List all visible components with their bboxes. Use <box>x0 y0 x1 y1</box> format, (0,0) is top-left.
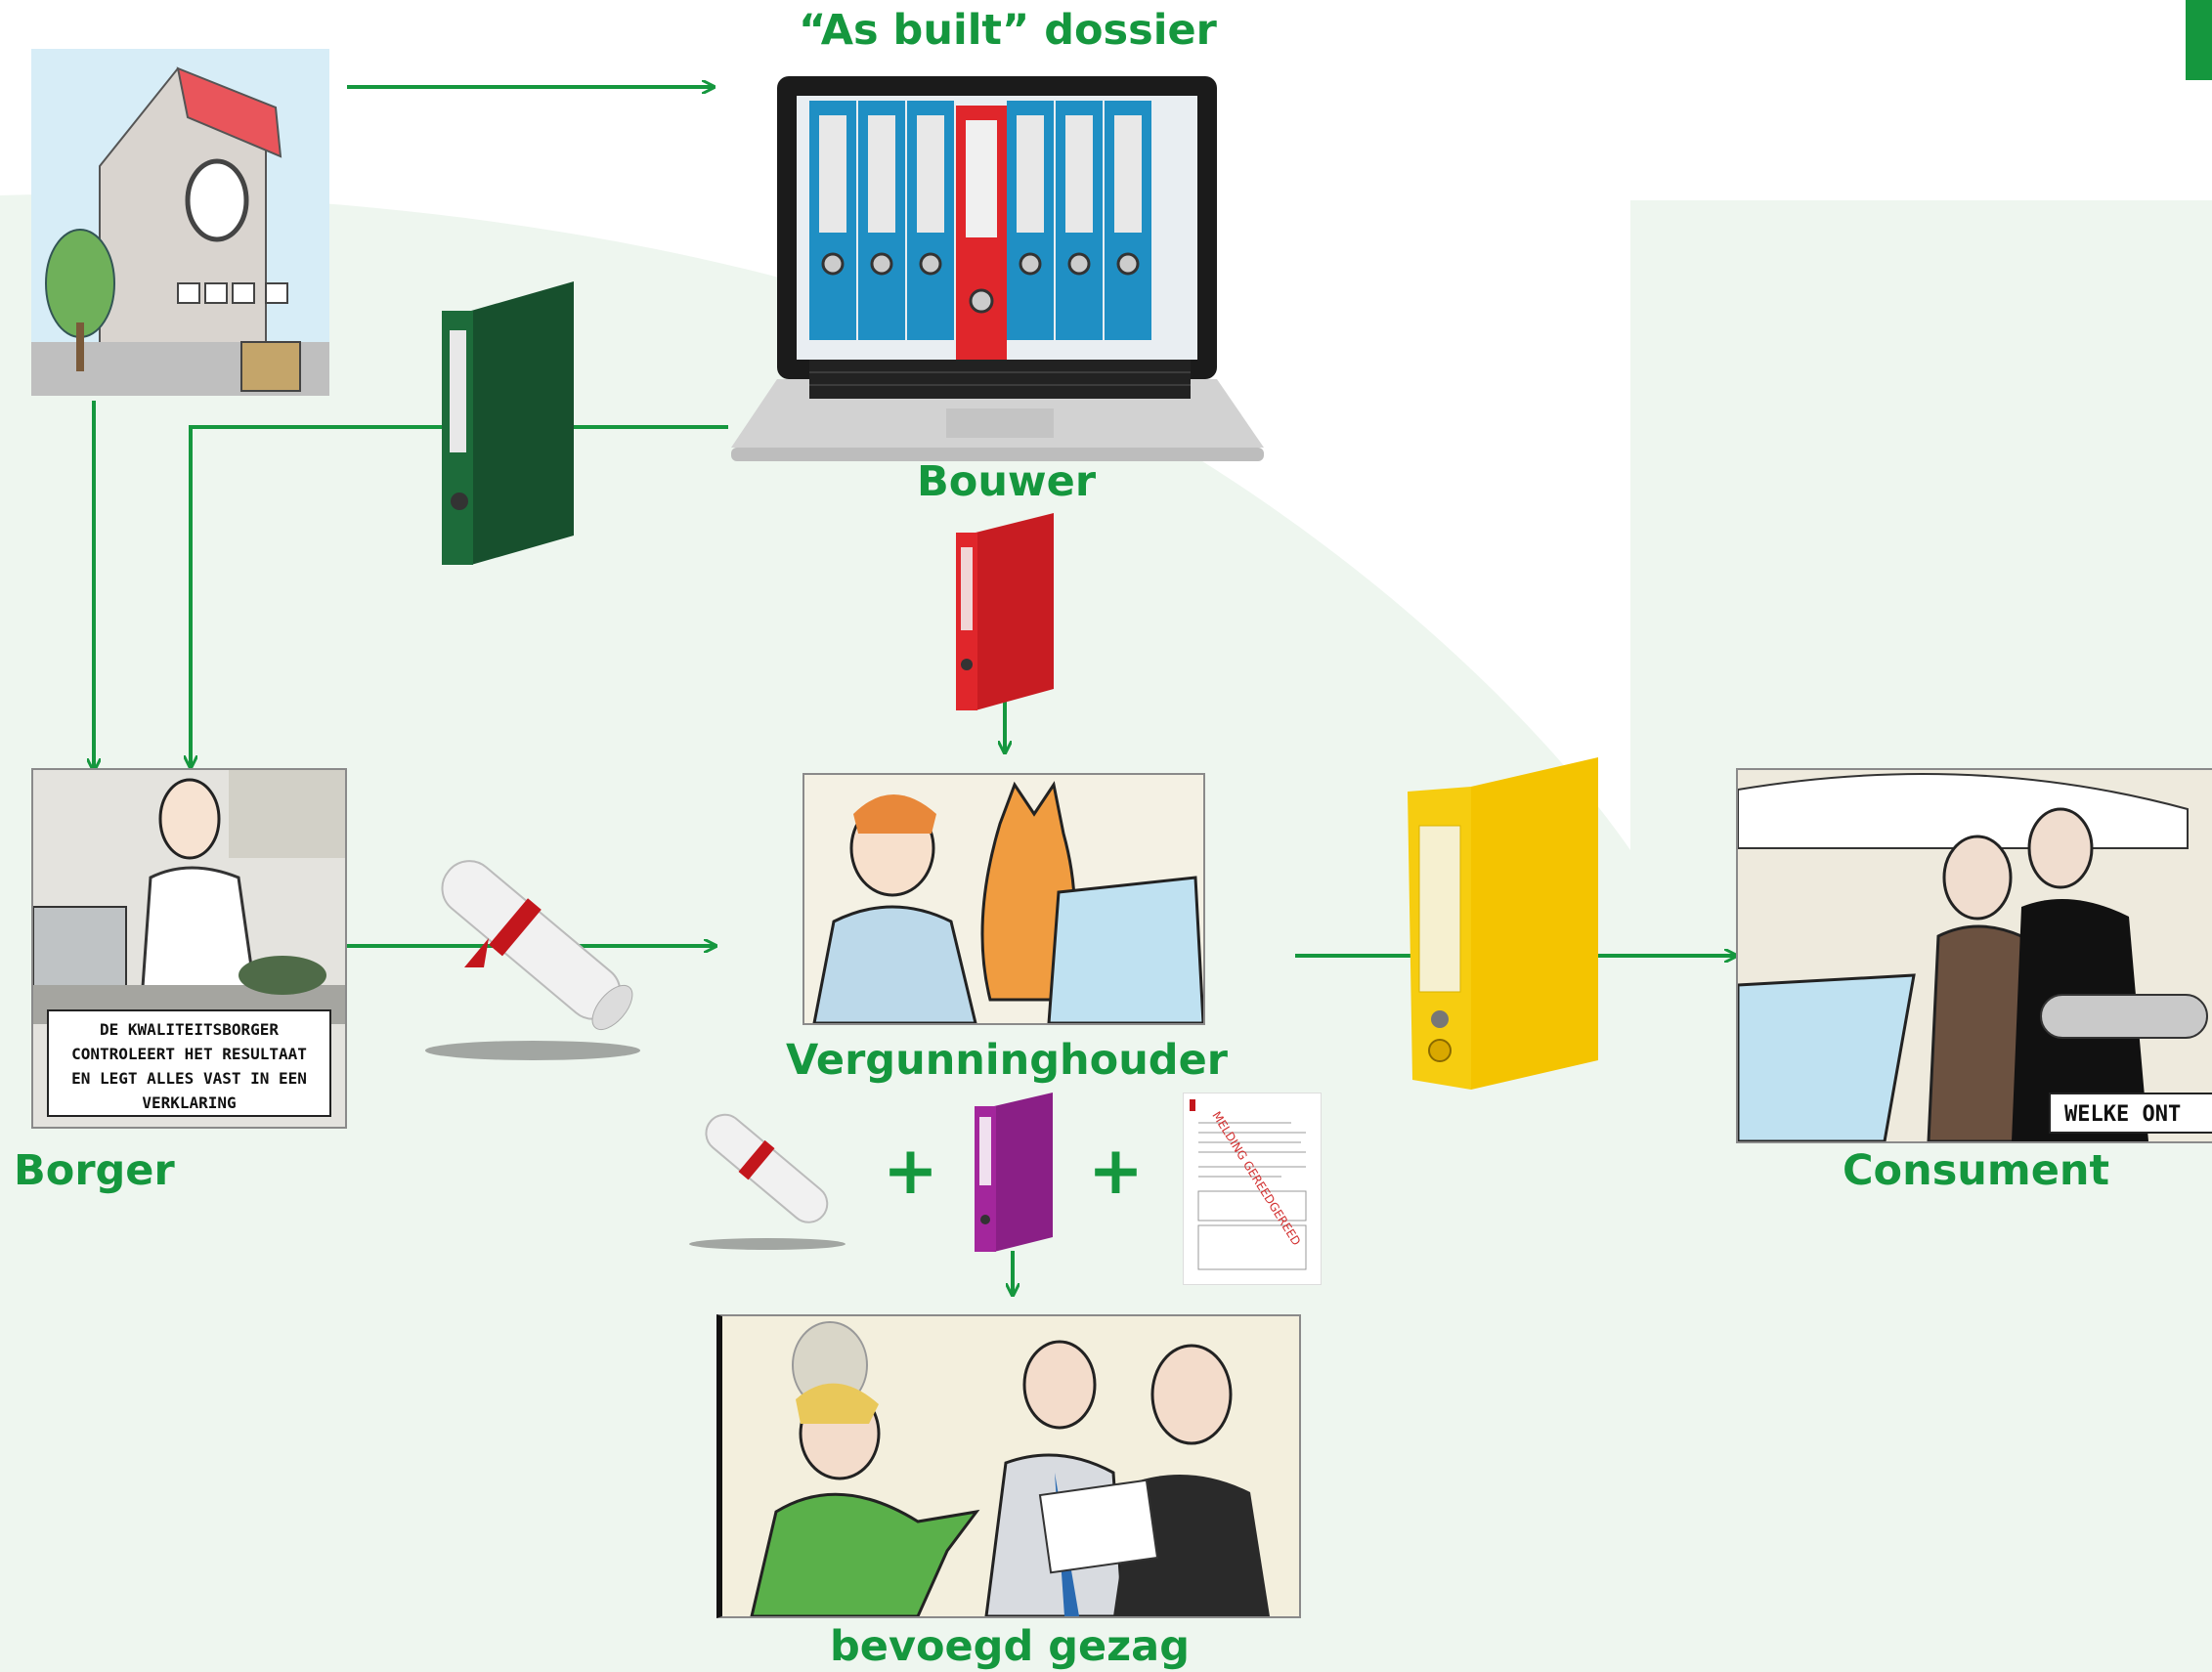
borger-label: Borger <box>14 1146 175 1195</box>
corner-accent-bar <box>2186 0 2212 80</box>
consument-cartoon-panel: WELKE ONT <box>1736 768 2212 1143</box>
laptop-with-binders <box>731 76 1264 462</box>
consument-caption-box: WELKE ONT <box>2049 1093 2212 1134</box>
borger-caption-box: DE KWALITEITSBORGER CONTROLEERT HET RESU… <box>47 1009 331 1117</box>
certificate-scroll-icon <box>406 821 660 1065</box>
completion-notice-document: MELDING GEREEDGEREED <box>1183 1093 1322 1285</box>
building-illustration <box>31 49 329 396</box>
plus-sign-2: + <box>1088 1133 1144 1210</box>
plus-sign-1: + <box>883 1133 938 1210</box>
as-built-dossier-title: “As built” dossier <box>799 6 1217 55</box>
borger-caption-line2: CONTROLEERT HET RESULTAAT <box>71 1045 307 1063</box>
vergunninghouder-cartoon-panel <box>802 773 1205 1025</box>
bevoegd-gezag-cartoon-panel <box>716 1314 1301 1618</box>
borger-cartoon-panel: DE KWALITEITSBORGER CONTROLEERT HET RESU… <box>31 768 347 1129</box>
bouwer-label: Bouwer <box>917 457 1097 506</box>
bevoegd-gezag-label: bevoegd gezag <box>830 1622 1190 1671</box>
vergunninghouder-label: Vergunninghouder <box>786 1036 1228 1085</box>
borger-caption-line4: VERKLARING <box>142 1093 237 1112</box>
blue-binders <box>809 101 1151 340</box>
green-binder <box>442 281 574 575</box>
borger-caption-line1: DE KWALITEITSBORGER <box>99 1020 280 1039</box>
purple-binder <box>975 1093 1053 1254</box>
consument-label: Consument <box>1843 1146 2110 1195</box>
yellow-binder <box>1408 757 1598 1109</box>
small-certificate-scroll-icon <box>684 1090 855 1251</box>
red-binder <box>956 513 1054 713</box>
borger-caption-line3: EN LEGT ALLES VAST IN EEN <box>71 1069 307 1088</box>
